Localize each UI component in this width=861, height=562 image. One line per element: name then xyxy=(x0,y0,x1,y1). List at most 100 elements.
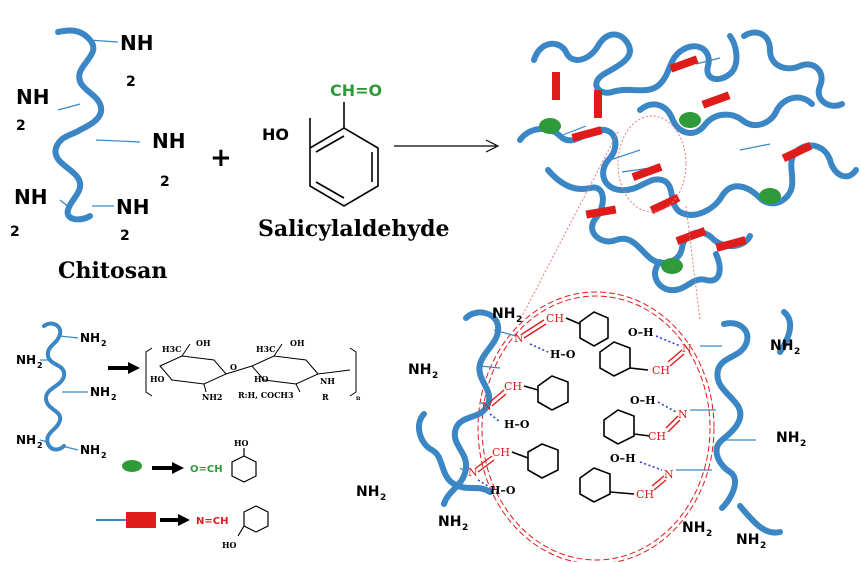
aldehyde-legend-marker xyxy=(122,460,142,472)
zoom-ellipse xyxy=(477,291,715,562)
imine-ch-label: CH xyxy=(492,446,510,459)
imine-legend xyxy=(96,512,190,528)
imine-crosslink-marker xyxy=(669,55,699,73)
imine-crosslink-marker xyxy=(715,236,747,252)
subscript-2: 2 xyxy=(462,523,468,533)
imine-n-label: N xyxy=(664,468,674,481)
h-o-label: H–O xyxy=(550,348,576,361)
nh2-label: NH xyxy=(408,362,431,378)
imine-unit-3: N CH H–O xyxy=(468,443,559,497)
reaction-arrow xyxy=(394,139,500,153)
oh-label: OH xyxy=(196,338,211,348)
imine-ch-label: CH xyxy=(546,312,564,325)
imine-crosslink-marker xyxy=(701,91,731,109)
subscript-2: 2 xyxy=(101,451,107,460)
subscript-2: 2 xyxy=(111,393,117,402)
o-h-label: O–H xyxy=(628,326,653,339)
chitosan-chain xyxy=(52,27,141,223)
imine-crosslink-marker xyxy=(571,126,603,142)
subscript-2: 2 xyxy=(706,529,712,539)
nh2-label: NH xyxy=(80,331,100,345)
subscript-2: 2 xyxy=(516,315,522,325)
chitosan-label: Chitosan xyxy=(58,258,167,284)
nh2-label: NH xyxy=(116,195,149,219)
subscript-2: 2 xyxy=(10,224,20,240)
subscript-2: 2 xyxy=(101,339,107,348)
imine-group-label: N=CH xyxy=(196,516,228,527)
subscript-2: 2 xyxy=(800,439,806,449)
nh2-label: NH xyxy=(14,185,47,209)
subscript-2: 2 xyxy=(37,361,43,370)
h-o-label: H–O xyxy=(490,484,516,497)
imine-n-label: N xyxy=(514,332,524,345)
nh2-ring-label: NH2 xyxy=(202,392,222,402)
ho-label: HO xyxy=(234,438,249,448)
subscript-2: 2 xyxy=(126,74,136,90)
imine-unit-5: O–H CH N xyxy=(603,394,688,445)
subscript-2: 2 xyxy=(37,441,43,450)
aldehyde-marker xyxy=(759,188,781,204)
imine-unit-6: O–H CH N xyxy=(579,452,674,503)
imine-crosslink-marker xyxy=(552,72,560,100)
imine-unit-4: O–H CH N xyxy=(599,326,692,377)
nh2-label: NH xyxy=(356,484,379,500)
o-h-label: O–H xyxy=(630,394,655,407)
imine-ch-label: CH xyxy=(648,430,666,443)
nh2-label: NH xyxy=(152,129,185,153)
imine-crosslink-marker xyxy=(631,163,663,181)
oxygen-link-label: O xyxy=(230,362,237,372)
imine-crosslink-marker xyxy=(594,90,602,118)
salicylaldehyde-structure xyxy=(309,102,379,207)
imine-n-label: N xyxy=(468,466,478,479)
imine-ch-label: CH xyxy=(504,380,522,393)
nh2-label: NH xyxy=(770,338,793,354)
imine-n-label: N xyxy=(678,408,688,421)
legend-chitosan-chain xyxy=(39,321,88,452)
green-legend-ring xyxy=(231,448,257,483)
imine-unit-1: N CH H–O xyxy=(514,311,609,361)
o-h-label: O–H xyxy=(610,452,635,465)
nh2-label: NH xyxy=(492,306,515,322)
oh-label: OH xyxy=(290,338,305,348)
red-legend-ring xyxy=(237,505,269,537)
legend-arrow xyxy=(108,362,140,374)
nh2-label: NH xyxy=(90,385,110,399)
h3c-label: H3C xyxy=(256,344,276,354)
r-definition: R:H, COCH3 xyxy=(238,390,294,400)
nh2-label: NH xyxy=(682,520,705,536)
subscript-2: 2 xyxy=(120,228,130,244)
h3c-label: H3C xyxy=(162,344,182,354)
imine-n-label: N xyxy=(682,342,692,355)
green-legend-arrow xyxy=(152,462,184,474)
repeat-n-label: n xyxy=(356,395,361,402)
nh2-label: NH xyxy=(736,532,759,548)
nh-ring-label: NH xyxy=(320,376,335,386)
subscript-2: 2 xyxy=(380,493,386,503)
zoom-left-chain xyxy=(415,309,517,507)
zoom-guide-lines xyxy=(519,131,701,321)
imine-crosslink-marker xyxy=(585,205,617,219)
hydroxyl-label: HO xyxy=(262,125,289,144)
nh2-label: NH xyxy=(16,433,36,447)
aldehyde-group-label: CH=O xyxy=(330,81,382,100)
salicylaldehyde-label: Salicylaldehyde xyxy=(258,216,450,242)
ho-label: HO xyxy=(254,374,269,384)
subscript-2: 2 xyxy=(160,174,170,190)
imine-ch-label: CH xyxy=(652,364,670,377)
subscript-2: 2 xyxy=(794,347,800,357)
imine-crosslink-marker xyxy=(649,194,681,214)
imine-n-label: N xyxy=(482,400,492,413)
subscript-2: 2 xyxy=(760,541,766,551)
imine-legend-marker xyxy=(126,512,156,528)
aldehyde-marker xyxy=(539,118,561,134)
h-o-label: H–O xyxy=(504,418,530,431)
crosslinked-network xyxy=(517,29,859,294)
plus-sign: + xyxy=(210,143,232,173)
zoom-nh2-labels: NH 2 NH 2 NH 2 NH 2 NH 2 NH 2 NH 2 NH 2 xyxy=(356,306,806,551)
nh2-label: NH xyxy=(16,353,36,367)
nh2-label: NH xyxy=(16,85,49,109)
nh2-label: NH xyxy=(438,514,461,530)
imine-crosslink-marker xyxy=(781,142,813,162)
ho-label: HO xyxy=(150,374,165,384)
